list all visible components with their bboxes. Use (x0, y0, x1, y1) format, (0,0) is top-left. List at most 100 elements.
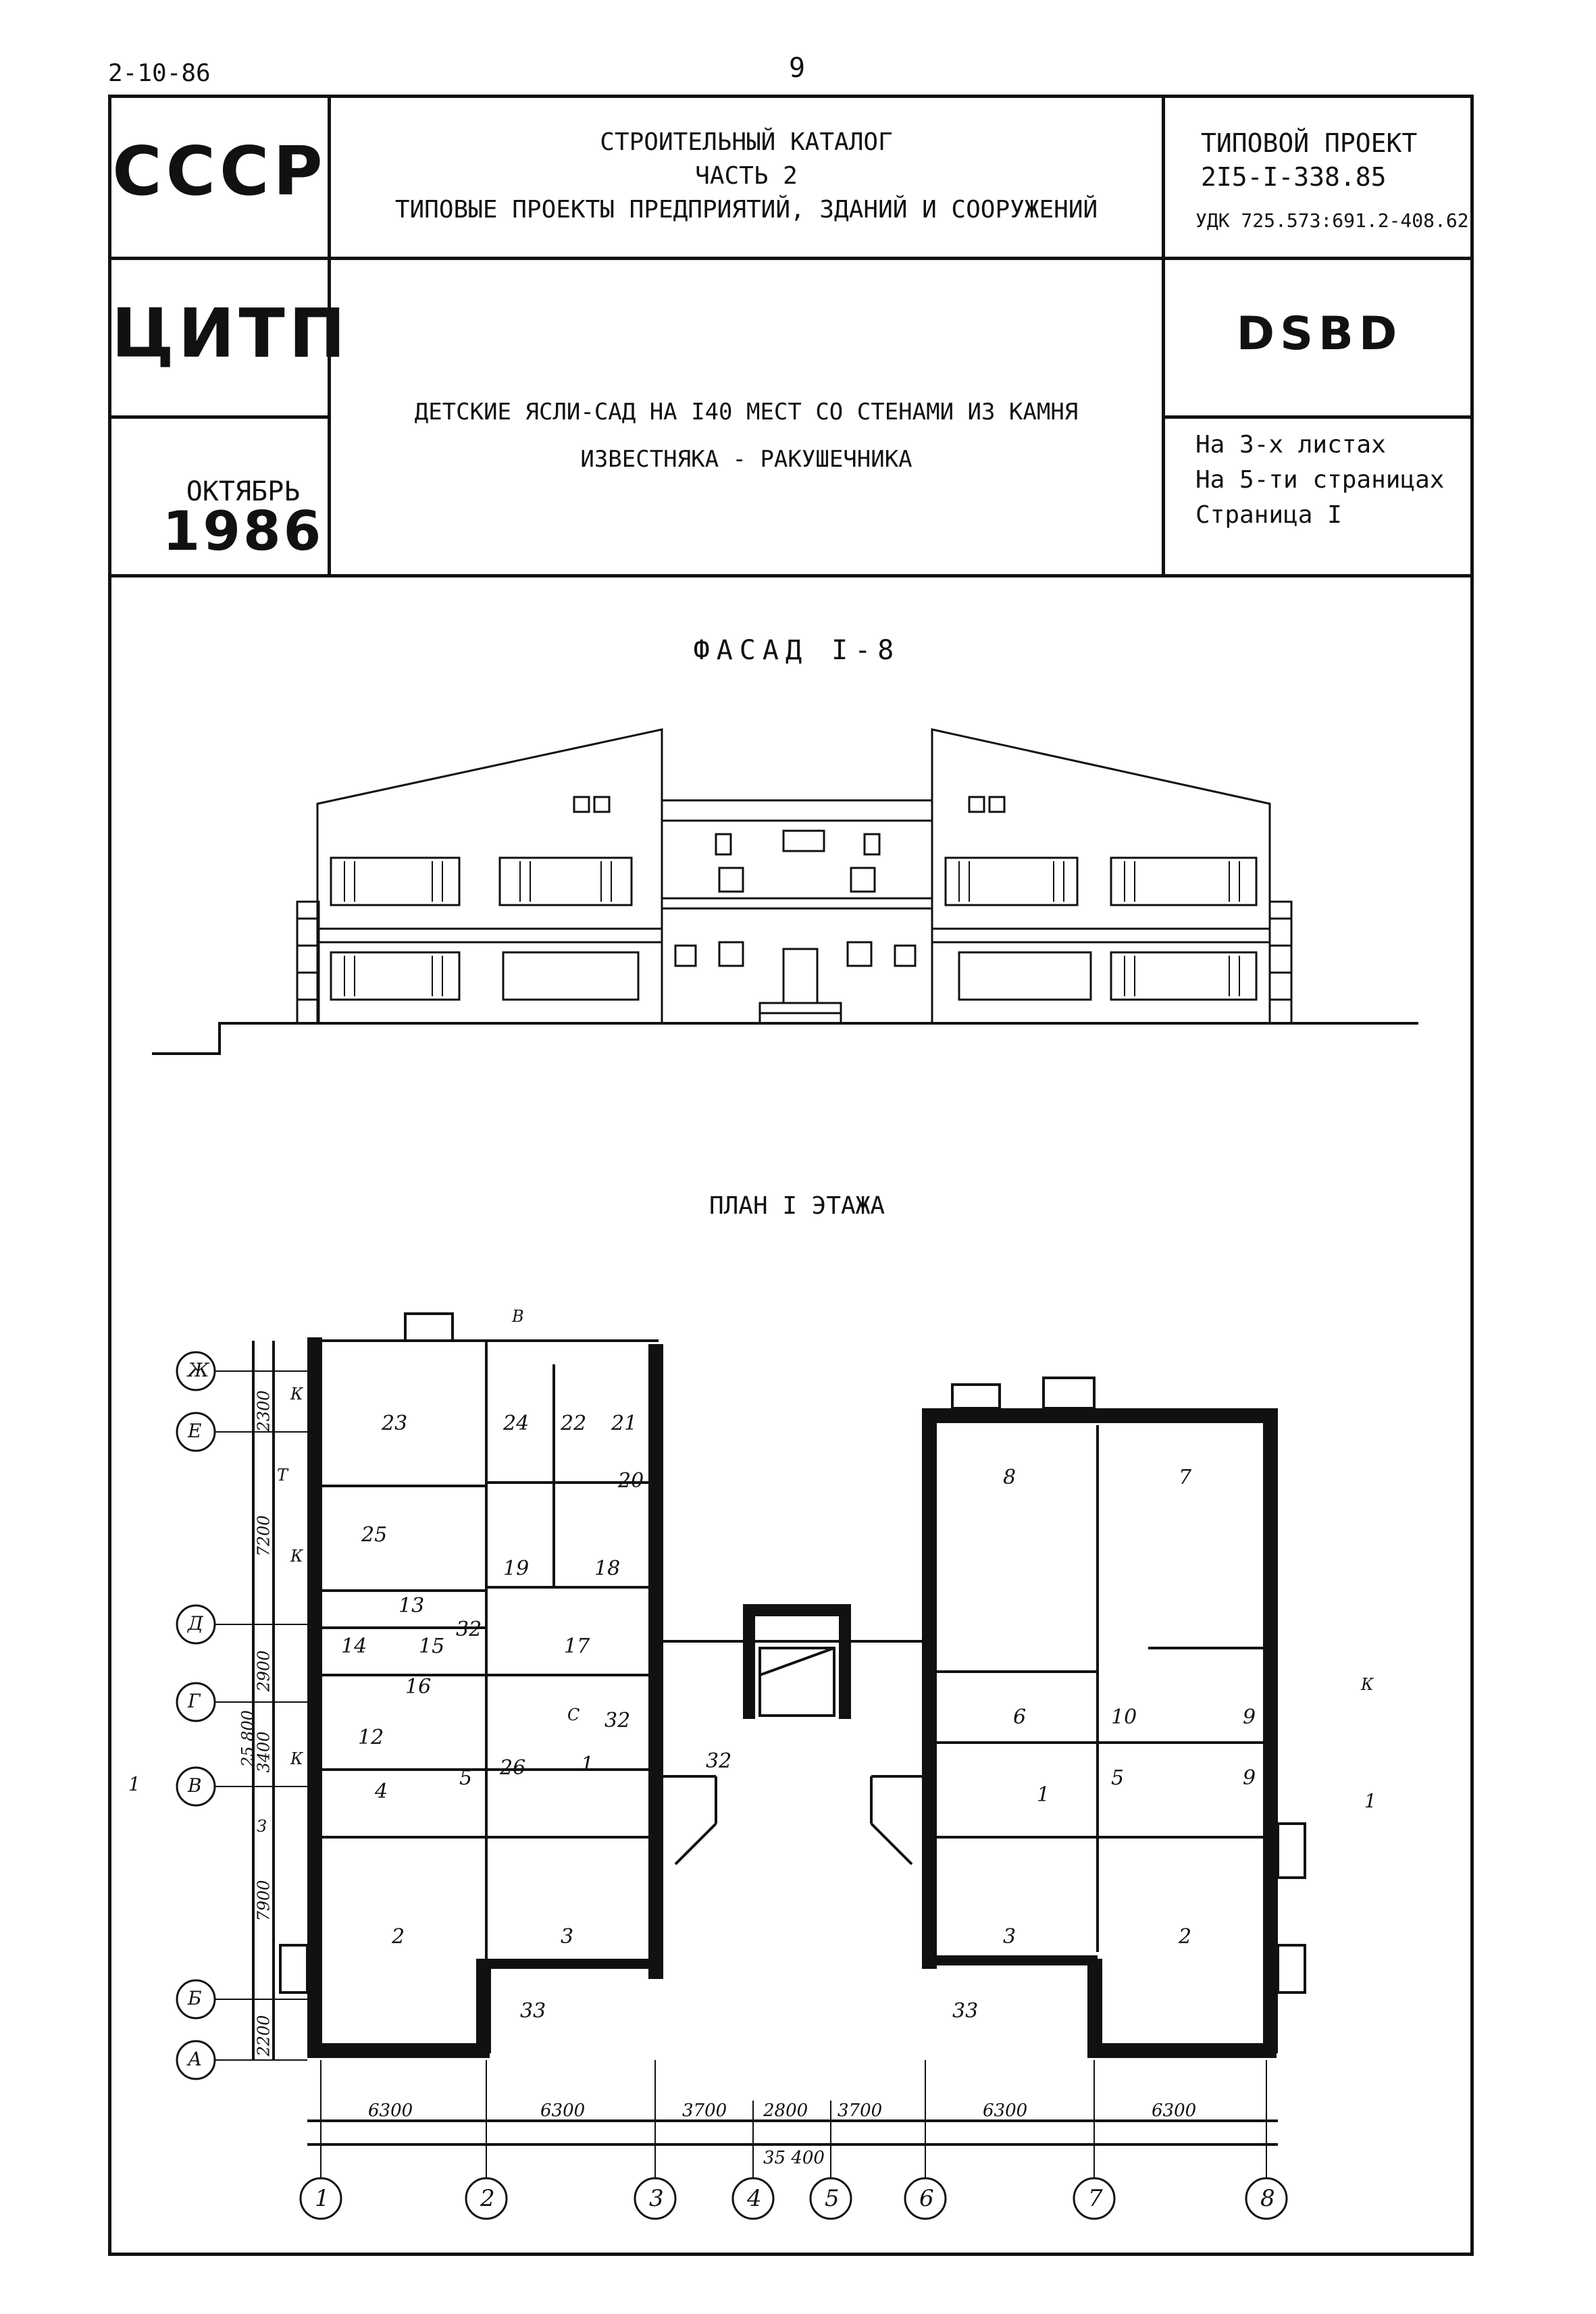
title-line-2: ИЗВЕСТНЯКА - РАКУШЕЧНИКА (580, 446, 912, 473)
room-number: 24 (503, 1412, 530, 1435)
divider-left-mid (108, 415, 331, 419)
divider-left-col (328, 95, 331, 577)
column-axis-label: 8 (1260, 2185, 1275, 2212)
entrance-mark: В (512, 1307, 524, 1326)
room-number: 23 (382, 1412, 408, 1435)
project-number: 2I5-I-338.85 (1201, 162, 1387, 192)
room-number: 5 (459, 1766, 473, 1790)
column-axis-label: 7 (1088, 2185, 1103, 2212)
room-number: 26 (500, 1756, 526, 1780)
entrance-mark: К (290, 1385, 303, 1404)
section-mark-right: 1 (1364, 1790, 1376, 1812)
room-number: 1 (581, 1753, 594, 1776)
sheet-frame (108, 95, 1474, 2256)
column-dimension: 2800 (763, 2101, 808, 2121)
row-axis-label: А (188, 2048, 203, 2070)
column-axis-label: 6 (919, 2185, 934, 2212)
current-page: Страница I (1195, 501, 1342, 529)
row-dimension: 7200 (254, 1515, 274, 1557)
entrance-mark: К (1361, 1675, 1374, 1694)
room-number: 2 (1179, 1925, 1192, 1949)
project-label: ТИПОВОЙ ПРОЕКТ (1201, 128, 1418, 158)
row-axis-label: Ж (188, 1359, 209, 1381)
column-axis-label: 3 (649, 2185, 664, 2212)
room-number: 33 (520, 1999, 546, 2023)
catalog-line-3: ТИПОВЫЕ ПРОЕКТЫ ПРЕДПРИЯТИЙ, ЗДАНИЙ И СО… (394, 196, 1098, 224)
project-code: DSBD (1236, 307, 1403, 361)
entrance-mark: З (257, 1817, 267, 1836)
catalog-line-1: СТРОИТЕЛЬНЫЙ КАТАЛОГ (600, 128, 893, 156)
page-count: На 5-ти страницах (1195, 466, 1445, 494)
entrance-mark: С (567, 1705, 580, 1724)
row-total-dimension: 25 800 (238, 1710, 257, 1767)
room-number: 3 (561, 1925, 574, 1949)
entrance-mark: К (290, 1547, 303, 1566)
plan-title: ПЛАН I ЭТАЖА (709, 1192, 885, 1220)
room-number: 6 (1013, 1705, 1027, 1729)
row-dimension: 2300 (254, 1390, 274, 1432)
column-dimension: 6300 (368, 2101, 413, 2121)
room-number: 1 (1037, 1783, 1050, 1807)
room-number: 33 (952, 1999, 979, 2023)
date-month: ОКТЯБРЬ (186, 476, 301, 507)
room-number: 32 (604, 1709, 631, 1732)
column-dimension: 3700 (838, 2101, 883, 2121)
org-ussr: СССР (112, 132, 327, 211)
column-axis-label: 4 (747, 2185, 762, 2212)
divider-top-row (108, 257, 1474, 260)
title-line-1: ДЕТСКИЕ ЯСЛИ-САД НА I40 МЕСТ СО СТЕНАМИ … (414, 398, 1079, 426)
divider-right-mid (1162, 415, 1474, 419)
entrance-mark: Т (277, 1466, 288, 1485)
row-axis-label: Д (188, 1612, 203, 1635)
room-number: 21 (611, 1412, 638, 1435)
room-number: 9 (1243, 1705, 1256, 1729)
page-number: 9 (788, 53, 806, 84)
divider-right-col (1162, 95, 1165, 577)
column-dimension: 6300 (983, 2101, 1028, 2121)
room-number: 32 (456, 1618, 482, 1641)
row-axis-label: Е (188, 1420, 202, 1442)
row-axis-label: Б (188, 1987, 202, 2009)
room-number: 25 (361, 1523, 388, 1547)
room-number: 32 (706, 1749, 732, 1773)
row-dimension: 7900 (254, 1880, 274, 1922)
room-number: 2 (392, 1925, 405, 1949)
room-number: 22 (561, 1412, 587, 1435)
org-citp: ЦИТП (111, 294, 350, 373)
section-mark-left: 1 (128, 1773, 140, 1795)
column-dimension: 3700 (682, 2101, 727, 2121)
room-number: 5 (1111, 1766, 1125, 1790)
date-year: 1986 (162, 500, 324, 563)
room-number: 7 (1179, 1466, 1192, 1489)
room-number: 10 (1111, 1705, 1137, 1729)
room-number: 4 (375, 1780, 388, 1803)
room-number: 9 (1243, 1766, 1256, 1790)
document-code: 2-10-86 (108, 59, 211, 87)
column-axis-label: 1 (315, 2185, 330, 2212)
udk-code: УДК 725.573:691.2-408.62 (1195, 209, 1469, 232)
row-axis-label: Г (188, 1690, 201, 1712)
column-axis-label: 5 (825, 2185, 840, 2212)
column-total-dimension: 35 400 (763, 2148, 825, 2168)
row-axis-label: В (188, 1774, 202, 1797)
room-number: 13 (398, 1594, 425, 1618)
facade-title: ФАСАД I-8 (693, 635, 901, 666)
room-number: 16 (405, 1675, 432, 1699)
room-number: 19 (503, 1557, 530, 1580)
room-number: 14 (341, 1635, 367, 1658)
row-dimension: 2900 (254, 1650, 274, 1692)
sheet-count: На 3-х листах (1195, 431, 1386, 459)
room-number: 20 (618, 1469, 644, 1493)
room-number: 18 (594, 1557, 621, 1580)
room-number: 8 (1003, 1466, 1016, 1489)
entrance-mark: К (290, 1749, 303, 1768)
room-number: 17 (564, 1635, 590, 1658)
catalog-line-2: ЧАСТЬ 2 (695, 162, 798, 190)
room-number: 15 (419, 1635, 445, 1658)
divider-header-bottom (108, 574, 1474, 577)
column-axis-label: 2 (480, 2185, 495, 2212)
row-dimension: 2200 (254, 2015, 274, 2057)
column-dimension: 6300 (540, 2101, 586, 2121)
